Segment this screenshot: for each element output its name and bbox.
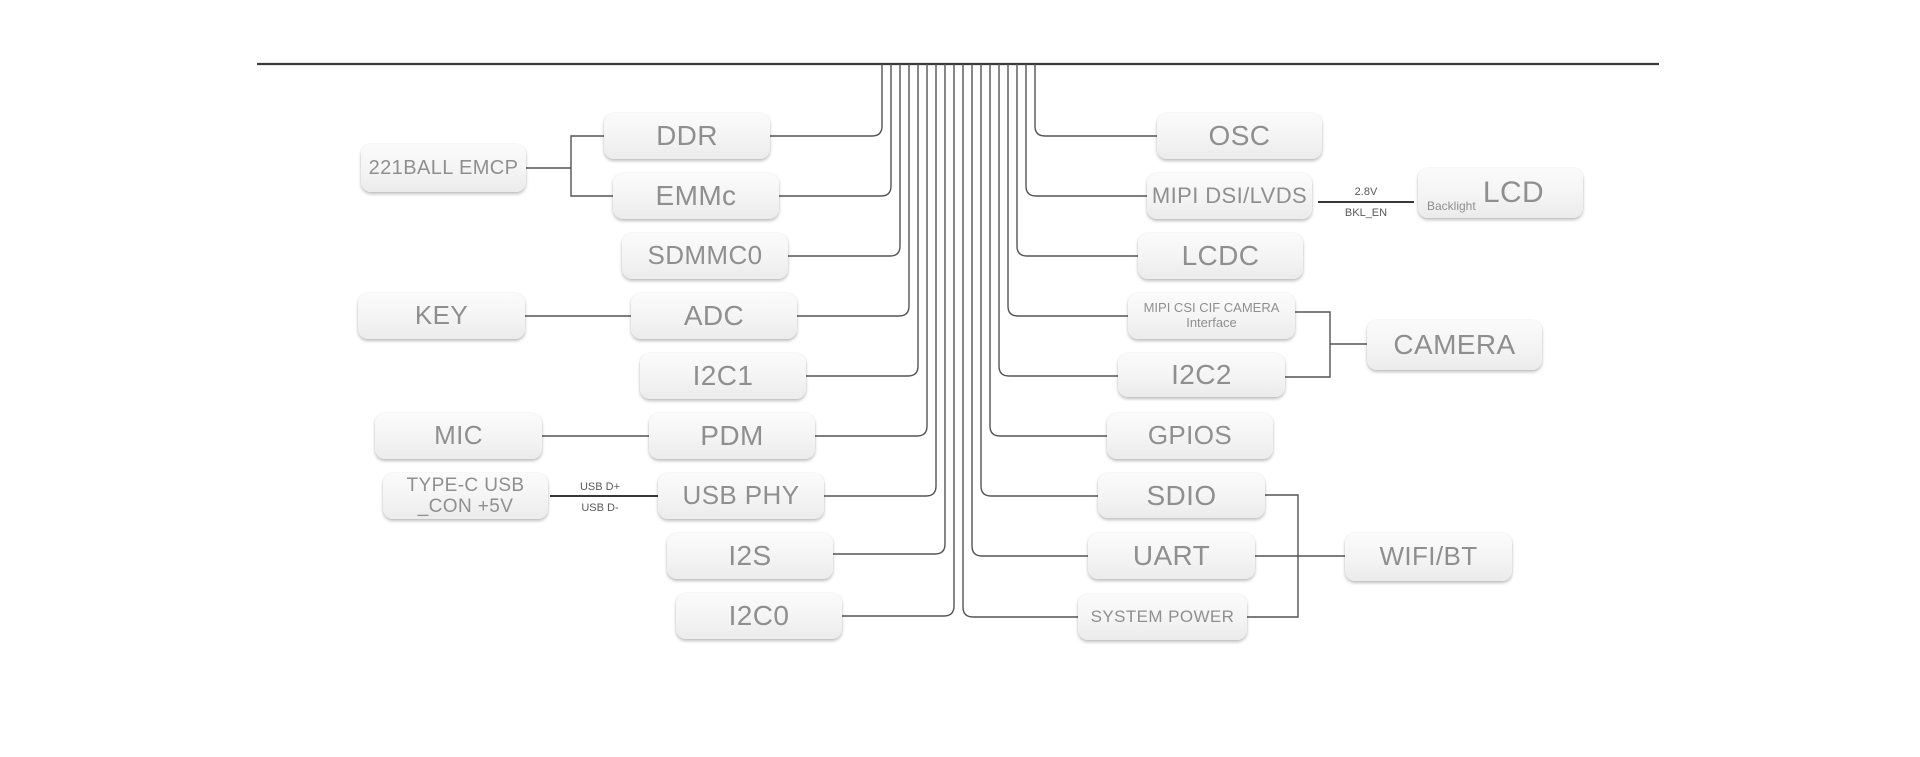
node-wifibt: WIFI/BT [1345,533,1512,581]
wire-i2c1 [806,64,919,377]
edge-label-lcd-voltage: 2.8V [1354,186,1378,198]
node-i2c0: I2C0 [676,593,842,639]
node-lcd-label: LCD [1482,176,1545,210]
node-emcp-label: 221BALL EMCP [368,156,519,179]
wire-adc [797,64,910,317]
node-osc-label: OSC [1208,120,1271,152]
node-wifibt-label: WIFI/BT [1379,541,1478,572]
node-osc: OSC [1157,113,1322,159]
node-adc-label: ADC [683,300,745,332]
node-mic-label: MIC [434,420,483,451]
node-lcdc-label: LCDC [1181,240,1260,272]
node-mipidsi-label: MIPI DSI/LVDS [1151,182,1308,208]
node-gpios-label: GPIOS [1147,420,1233,451]
wire-camera-bracket [1285,311,1367,378]
node-pdm: PDM [649,413,815,459]
wire-lcdc [1016,64,1138,257]
node-mic: MIC [375,413,542,459]
node-emcp: 221BALL EMCP [361,144,526,192]
wire-sdio [980,64,1098,497]
node-mipicsi-label-line1: MIPI CSI CIF CAMERA [1143,300,1280,316]
node-i2c2: I2C2 [1118,353,1285,397]
node-i2c1-label: I2C1 [692,360,754,392]
node-pdm-label: PDM [700,420,764,452]
node-typec-label-line2: _CON +5V [417,496,514,517]
node-camera-label: CAMERA [1393,329,1516,361]
node-uart: UART [1088,533,1255,579]
wire-i2s [833,64,946,555]
wire-mipidsi [1025,64,1147,197]
wire-uart [971,64,1088,557]
node-typec: TYPE-C USB _CON +5V [383,473,548,519]
node-syspower-label: SYSTEM POWER [1090,607,1235,627]
node-lcd-backlight-label: Backlight [1427,198,1476,213]
edge-label-usb-dm: USB D- [581,502,619,514]
wire-ddr [770,64,883,137]
node-typec-label-line1: TYPE-C USB [406,474,525,496]
wire-emmc [779,64,892,197]
node-i2s: I2S [667,533,833,579]
edge-label-lcd-enable: BKL_EN [1344,207,1388,219]
node-emmc-label: EMMc [655,180,737,212]
node-mipicsi-label-line2: Interface [1186,315,1237,330]
node-uart-label: UART [1132,540,1211,572]
node-lcdc: LCDC [1138,233,1303,279]
wire-sdmmc0 [788,64,901,257]
node-sdmmc0: SDMMC0 [622,233,788,279]
node-adc: ADC [631,293,797,339]
node-sdmmc0-label: SDMMC0 [647,240,763,271]
wire-osc [1034,64,1157,137]
edge-label-usb-dp: USB D+ [579,481,621,493]
node-sdio-label: SDIO [1146,479,1217,511]
node-gpios: GPIOS [1107,413,1273,459]
wire-emcp-bracket [526,135,613,197]
wire-i2c2 [998,64,1118,377]
node-mipicsi: MIPI CSI CIF CAMERA Interface [1128,293,1295,339]
node-lcd: Backlight LCD [1418,168,1583,218]
node-i2c2-label: I2C2 [1171,359,1232,391]
node-key: KEY [358,293,525,339]
node-ddr-label: DDR [656,120,718,152]
node-sdio: SDIO [1098,473,1265,518]
node-mipidsi: MIPI DSI/LVDS [1147,173,1312,219]
wire-pdm [815,64,928,437]
node-camera: CAMERA [1367,320,1542,370]
node-emmc: EMMc [613,173,779,219]
node-i2c0-label: I2C0 [728,600,790,632]
node-i2c1: I2C1 [640,353,806,399]
wire-syspower [962,64,1078,618]
node-usbphy-label: USB PHY [682,480,800,511]
node-ddr: DDR [604,113,770,159]
node-syspower: SYSTEM POWER [1078,594,1247,640]
wire-gpios [989,64,1107,437]
wire-mipicsi [1007,64,1128,317]
wire-wifibt-bracket [1247,494,1345,618]
node-usbphy: USB PHY [658,473,824,519]
node-key-label: KEY [414,300,469,331]
wire-usbphy [824,64,937,497]
wire-i2c0 [842,64,955,617]
node-i2s-label: I2S [728,540,772,572]
